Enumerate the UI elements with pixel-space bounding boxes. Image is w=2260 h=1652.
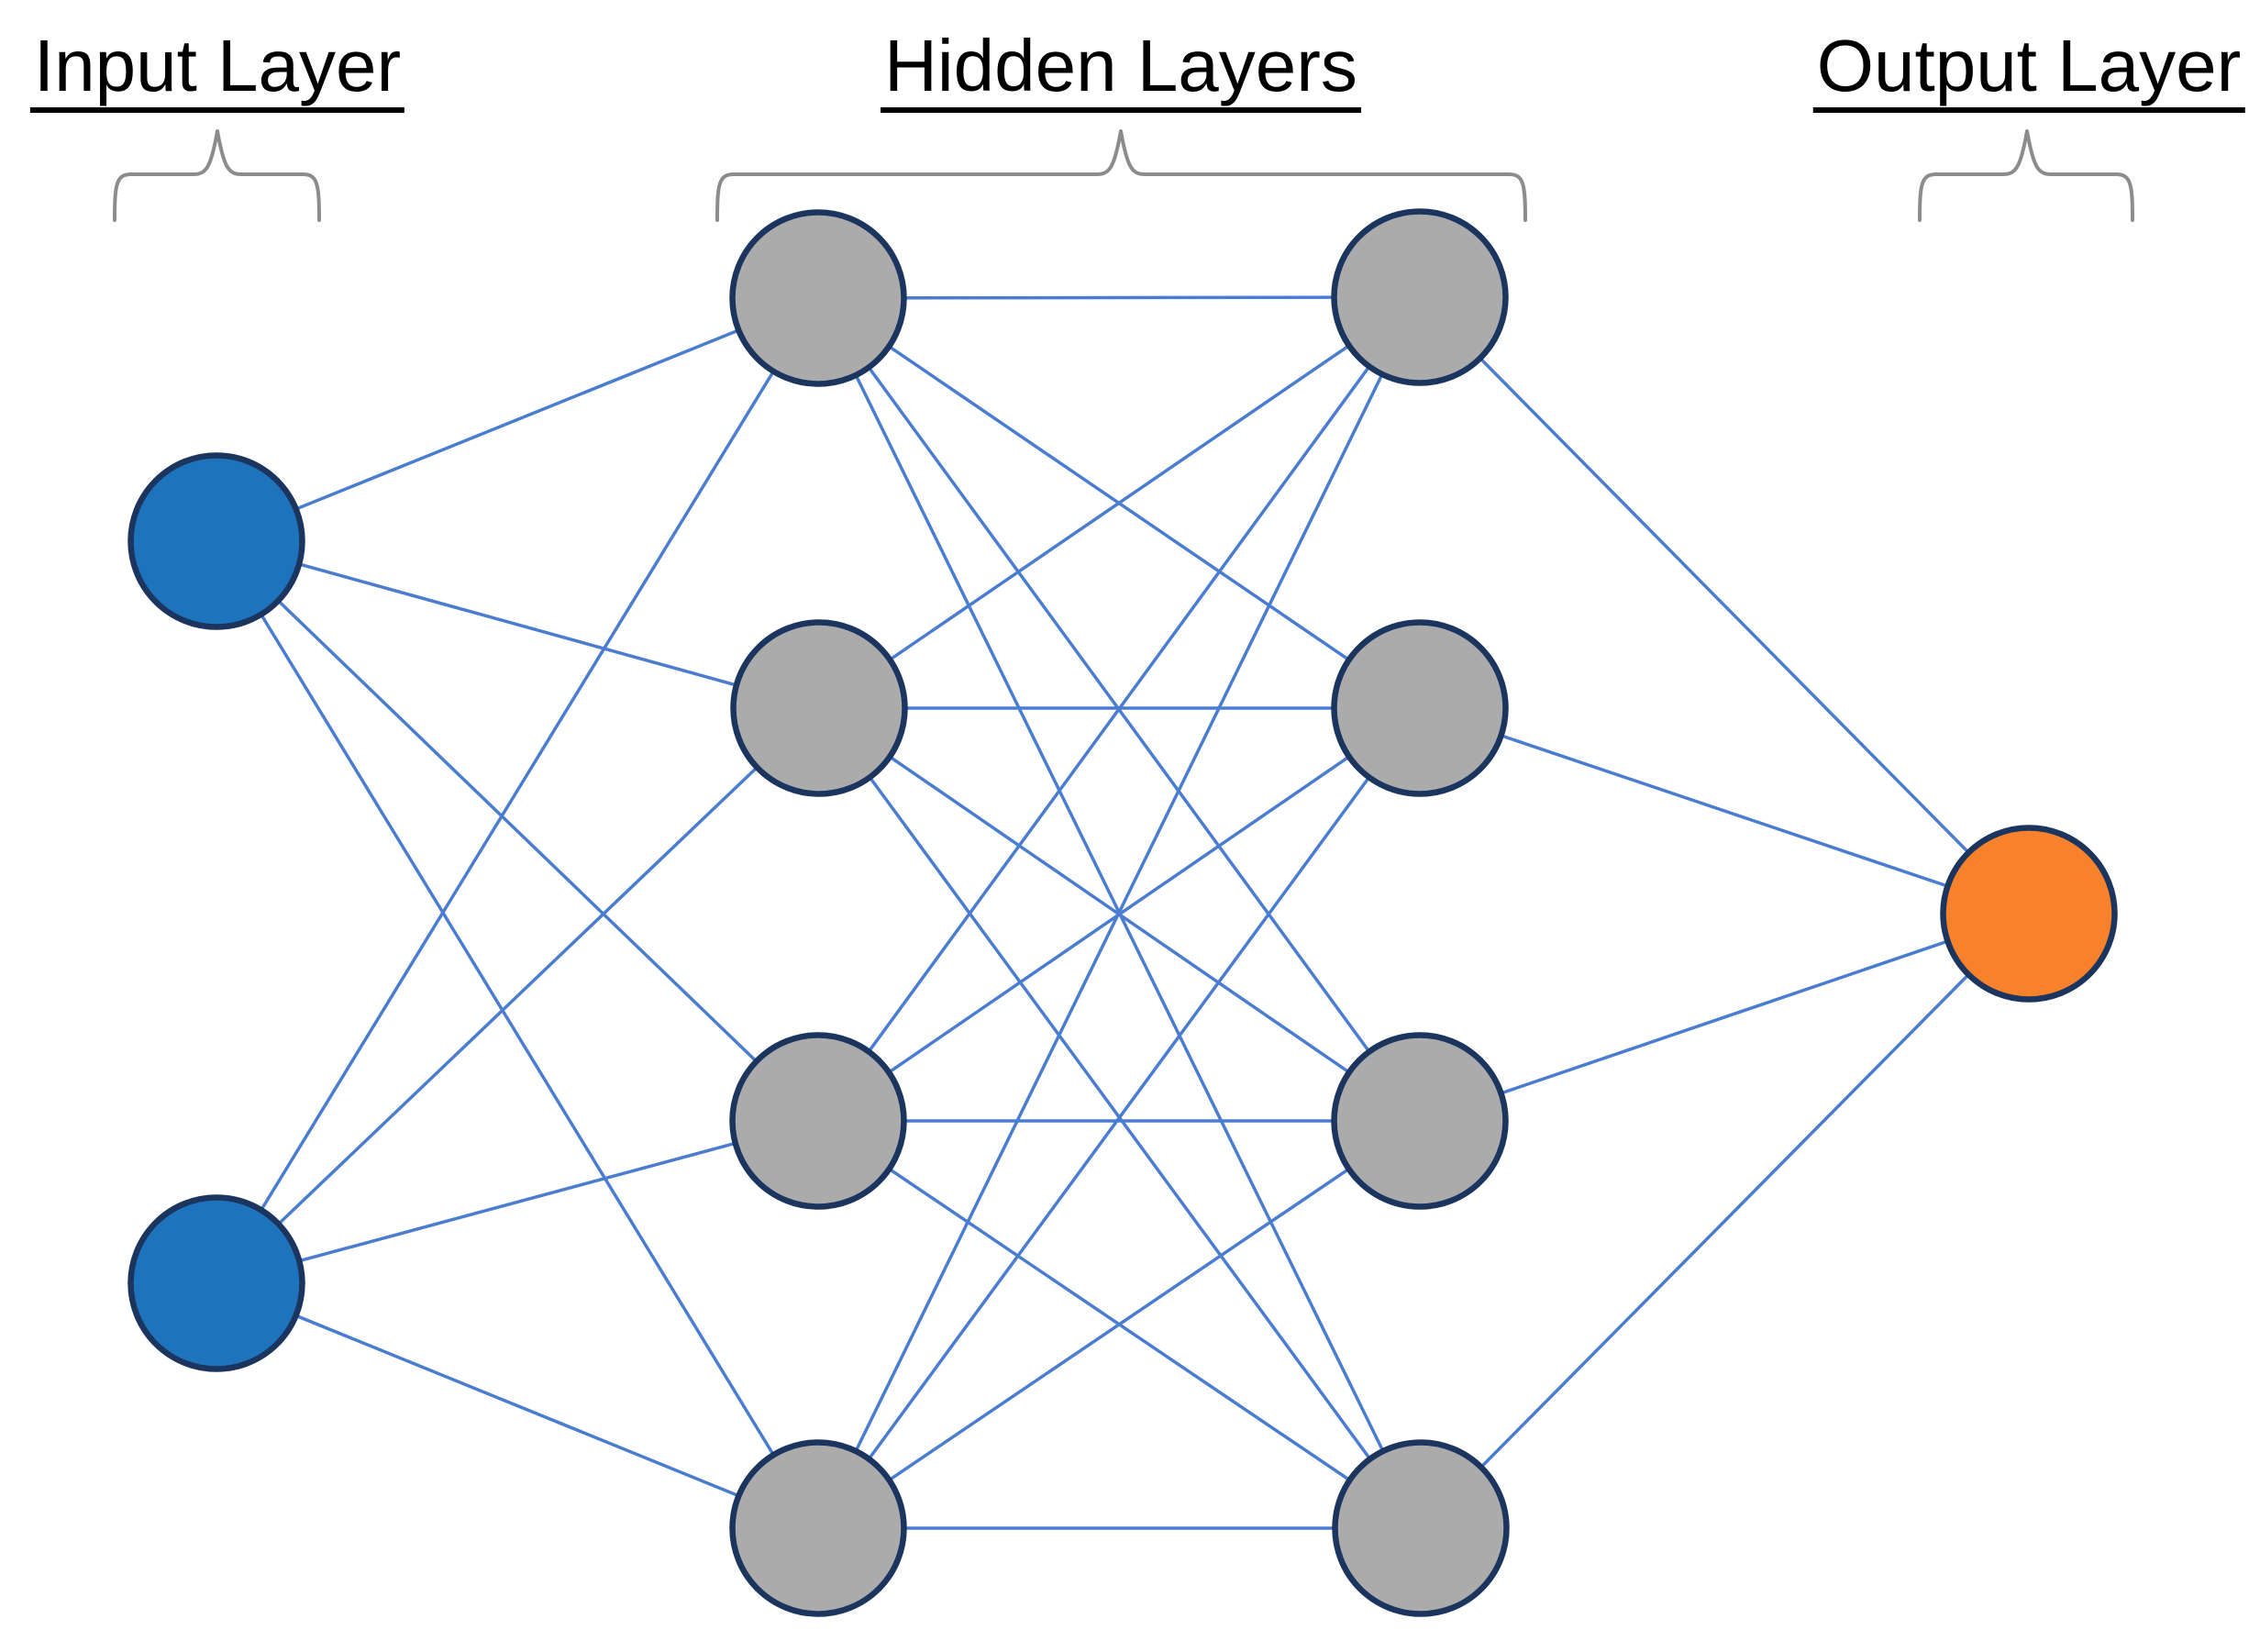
edges-layer	[215, 295, 2031, 1530]
edge-h11-h21	[817, 295, 1421, 300]
input-layer-node-in2	[127, 1194, 305, 1372]
hidden-layer-2-node-h24	[1332, 1439, 1510, 1617]
hidden-layer-1-node-h14	[729, 1439, 907, 1617]
edge-h14-h22	[816, 706, 1422, 1530]
edge-h12-h21	[818, 295, 1421, 710]
edge-in2-h14	[216, 1281, 819, 1530]
hidden-layers-brace	[715, 129, 1527, 222]
edge-h23-out1	[1419, 912, 2030, 1123]
braces-layer	[113, 129, 2134, 222]
hidden-layer-1-node-h11	[729, 209, 907, 387]
input-layer-label: Input Layer	[29, 28, 405, 113]
edge-in2-h12	[215, 706, 821, 1285]
output-layer-node-out1	[1940, 825, 2118, 1003]
edge-h24-out1	[1419, 912, 2031, 1530]
edge-in1-h14	[215, 540, 820, 1529]
hidden-layer-2-node-h21	[1331, 208, 1509, 386]
edge-in2-h11	[215, 297, 820, 1284]
hidden-layer-2-node-h23	[1331, 1032, 1509, 1210]
hidden-layer-2-node-h22	[1331, 619, 1509, 797]
hidden-layers-label: Hidden Layers	[881, 28, 1361, 113]
edge-h13-h21	[816, 295, 1422, 1123]
hidden-layer-1-node-h13	[729, 1032, 907, 1210]
hidden-layer-1-node-h12	[730, 619, 908, 797]
edge-h21-out1	[1418, 295, 2031, 915]
edge-in1-h11	[216, 296, 819, 543]
output-layer-label: Output Layer	[1812, 28, 2245, 113]
input-layer-brace	[113, 129, 321, 222]
edge-h14-h21	[816, 296, 1422, 1529]
output-layer-brace	[1918, 129, 2134, 222]
edge-in2-h13	[216, 1119, 819, 1285]
edge-h22-out1	[1419, 706, 2030, 915]
edge-in1-h12	[216, 539, 820, 710]
nodes-layer	[127, 208, 2118, 1617]
edge-in1-h13	[215, 539, 820, 1123]
edge-h14-h23	[817, 1119, 1421, 1530]
input-layer-node-in1	[127, 452, 305, 630]
